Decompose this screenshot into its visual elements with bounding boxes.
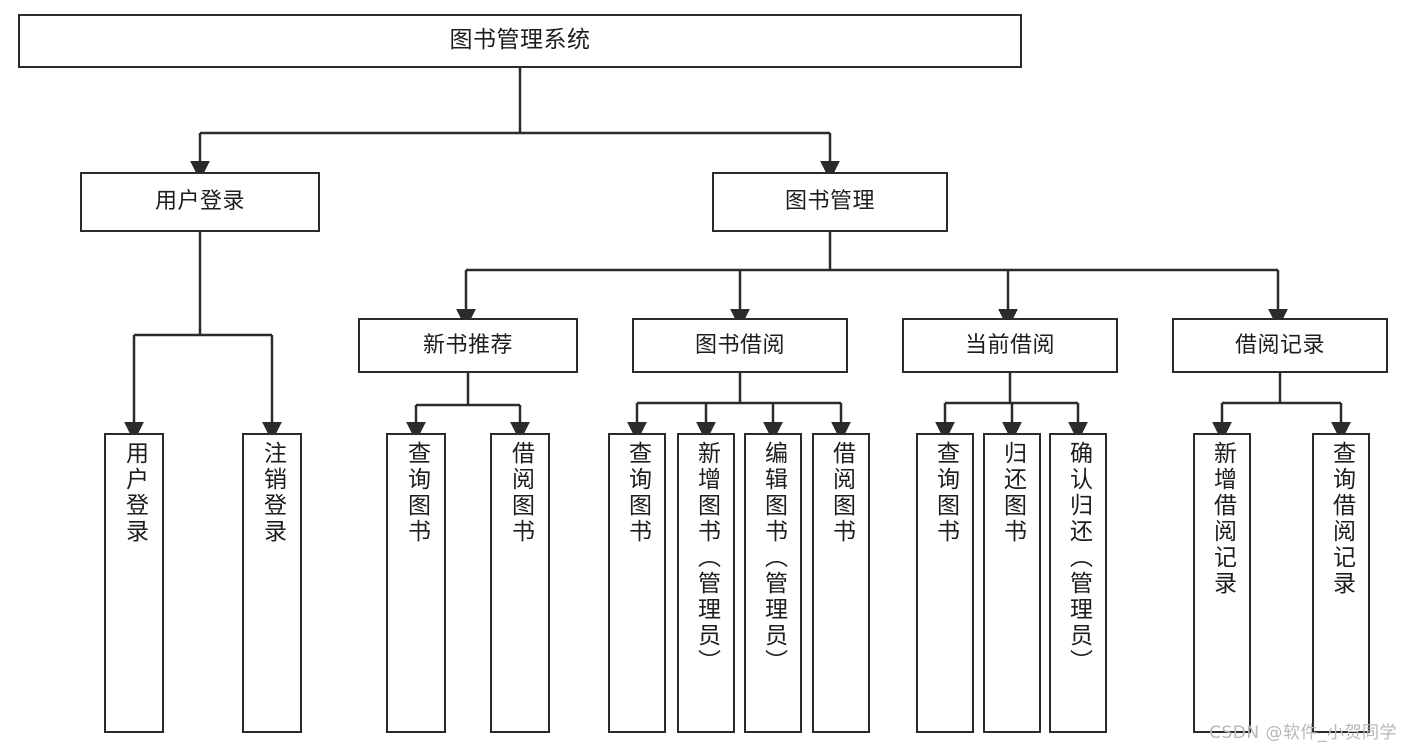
node-leaf-query-book-1-label: 查询图书	[403, 441, 430, 545]
node-borrow-record-label: 借阅记录	[1234, 332, 1325, 358]
node-leaf-add-book-label: 新增图书（管理员）	[693, 441, 720, 675]
node-leaf-borrow-book-1-label: 借阅图书	[507, 441, 534, 545]
node-leaf-borrow-book-1[interactable]: 借阅图书	[490, 433, 550, 733]
node-book-manage[interactable]: 图书管理	[712, 172, 948, 232]
node-new-book-recommend[interactable]: 新书推荐	[358, 318, 578, 373]
node-leaf-logout-label: 注销登录	[259, 441, 286, 545]
node-book-borrow-label: 图书借阅	[694, 332, 785, 358]
node-leaf-query-record[interactable]: 查询借阅记录	[1312, 433, 1370, 733]
node-leaf-query-record-label: 查询借阅记录	[1328, 441, 1355, 597]
node-book-manage-label: 图书管理	[784, 189, 875, 215]
node-leaf-query-book-2[interactable]: 查询图书	[608, 433, 666, 733]
node-leaf-borrow-book-2-label: 借阅图书	[828, 441, 855, 545]
node-leaf-query-book-3-label: 查询图书	[932, 441, 959, 545]
node-current-borrow[interactable]: 当前借阅	[902, 318, 1118, 373]
node-current-borrow-label: 当前借阅	[964, 332, 1055, 358]
node-leaf-logout[interactable]: 注销登录	[242, 433, 302, 733]
node-leaf-confirm-return[interactable]: 确认归还（管理员）	[1049, 433, 1107, 733]
node-leaf-edit-book[interactable]: 编辑图书（管理员）	[744, 433, 802, 733]
node-book-borrow[interactable]: 图书借阅	[632, 318, 848, 373]
node-leaf-return-book-label: 归还图书	[999, 441, 1026, 545]
node-leaf-query-book-3[interactable]: 查询图书	[916, 433, 974, 733]
node-root[interactable]: 图书管理系统	[18, 14, 1022, 68]
node-user-login[interactable]: 用户登录	[80, 172, 320, 232]
watermark: CSDN @软件_小贺同学	[1209, 723, 1397, 743]
node-leaf-return-book[interactable]: 归还图书	[983, 433, 1041, 733]
node-root-label: 图书管理系统	[449, 27, 591, 54]
node-user-login-label: 用户登录	[154, 189, 245, 215]
node-leaf-edit-book-label: 编辑图书（管理员）	[760, 441, 787, 675]
node-leaf-add-record-label: 新增借阅记录	[1209, 441, 1236, 597]
node-leaf-query-book-2-label: 查询图书	[624, 441, 651, 545]
node-leaf-user-login-label: 用户登录	[121, 441, 148, 545]
node-leaf-add-book[interactable]: 新增图书（管理员）	[677, 433, 735, 733]
node-leaf-query-book-1[interactable]: 查询图书	[386, 433, 446, 733]
node-borrow-record[interactable]: 借阅记录	[1172, 318, 1388, 373]
node-leaf-borrow-book-2[interactable]: 借阅图书	[812, 433, 870, 733]
node-leaf-user-login[interactable]: 用户登录	[104, 433, 164, 733]
node-leaf-confirm-return-label: 确认归还（管理员）	[1065, 441, 1092, 675]
node-leaf-add-record[interactable]: 新增借阅记录	[1193, 433, 1251, 733]
node-new-book-recommend-label: 新书推荐	[422, 332, 513, 358]
